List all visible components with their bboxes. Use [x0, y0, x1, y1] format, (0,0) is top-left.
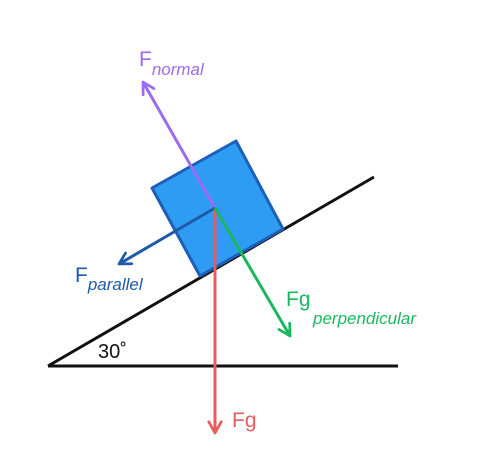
perpendicular-force-label-main: Fg: [286, 288, 311, 311]
block: [150, 139, 285, 278]
incline-slope-line: [47, 175, 375, 368]
normal-force-label-sub: normal: [152, 60, 205, 79]
parallel-force-label-main: F: [75, 264, 88, 287]
parallel-force-arrow: [119, 206, 216, 264]
normal-force-arrow: [143, 82, 217, 209]
normal-force-label: Fnormal: [139, 48, 205, 79]
normal-force-label-main: F: [139, 48, 152, 71]
parallel-force-label: Fparallel: [75, 264, 144, 294]
gravity-force-label: Fg: [232, 409, 257, 432]
angle-label: 30˚: [98, 341, 127, 363]
perpendicular-force-label: Fgperpendicular: [286, 288, 417, 328]
parallel-force-label-sub: parallel: [87, 275, 144, 294]
perpendicular-force-label-sub: perpendicular: [312, 309, 417, 328]
perpendicular-force-arrow: [213, 207, 290, 336]
